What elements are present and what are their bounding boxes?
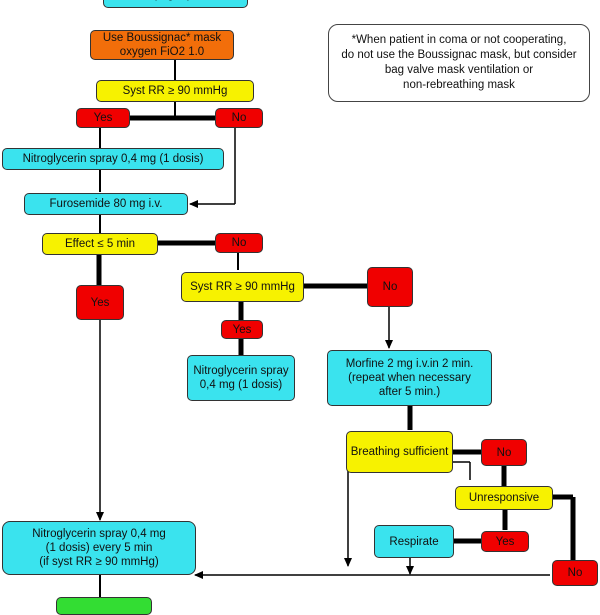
node-yes-4: Yes: [481, 531, 529, 552]
node-nitro-spray-3: Nitroglycerin spray 0,4 mg (1 dosis) eve…: [2, 521, 196, 575]
node-yes-3: Yes: [221, 320, 263, 339]
node-nitro-spray-1: Nitroglycerin spray 0,4 mg (1 dosis): [2, 148, 224, 170]
node-respirate: Respirate: [374, 525, 454, 558]
node-half-upright: Half upright position: [103, 0, 248, 8]
node-boussignac-mask: Use Boussignac* mask oxygen FiO2 1.0: [90, 30, 234, 60]
node-furosemide: Furosemide 80 mg i.v.: [24, 193, 188, 215]
node-no-2: No: [215, 233, 263, 253]
node-syst-rr-1: Syst RR ≥ 90 mmHg: [96, 80, 254, 102]
node-yes-1: Yes: [76, 108, 130, 128]
node-effect: Effect ≤ 5 min: [42, 233, 158, 255]
node-syst-rr-2: Syst RR ≥ 90 mmHg: [181, 272, 304, 302]
node-nitro-spray-2: Nitroglycerin spray 0,4 mg (1 dosis): [187, 355, 295, 401]
node-no-4: No: [481, 439, 527, 466]
node-no-3: No: [367, 267, 413, 307]
footnote-box: *When patient in coma or not cooperating…: [328, 24, 590, 102]
node-yes-2: Yes: [76, 285, 124, 320]
node-unresponsive: Unresponsive: [455, 486, 553, 510]
node-no-5: No: [552, 560, 598, 586]
node-morfine: Morfine 2 mg i.v.in 2 min. (repeat when …: [327, 350, 492, 406]
node-breathing-sufficient: Breathing sufficient: [346, 431, 453, 473]
node-no-1: No: [215, 108, 263, 128]
